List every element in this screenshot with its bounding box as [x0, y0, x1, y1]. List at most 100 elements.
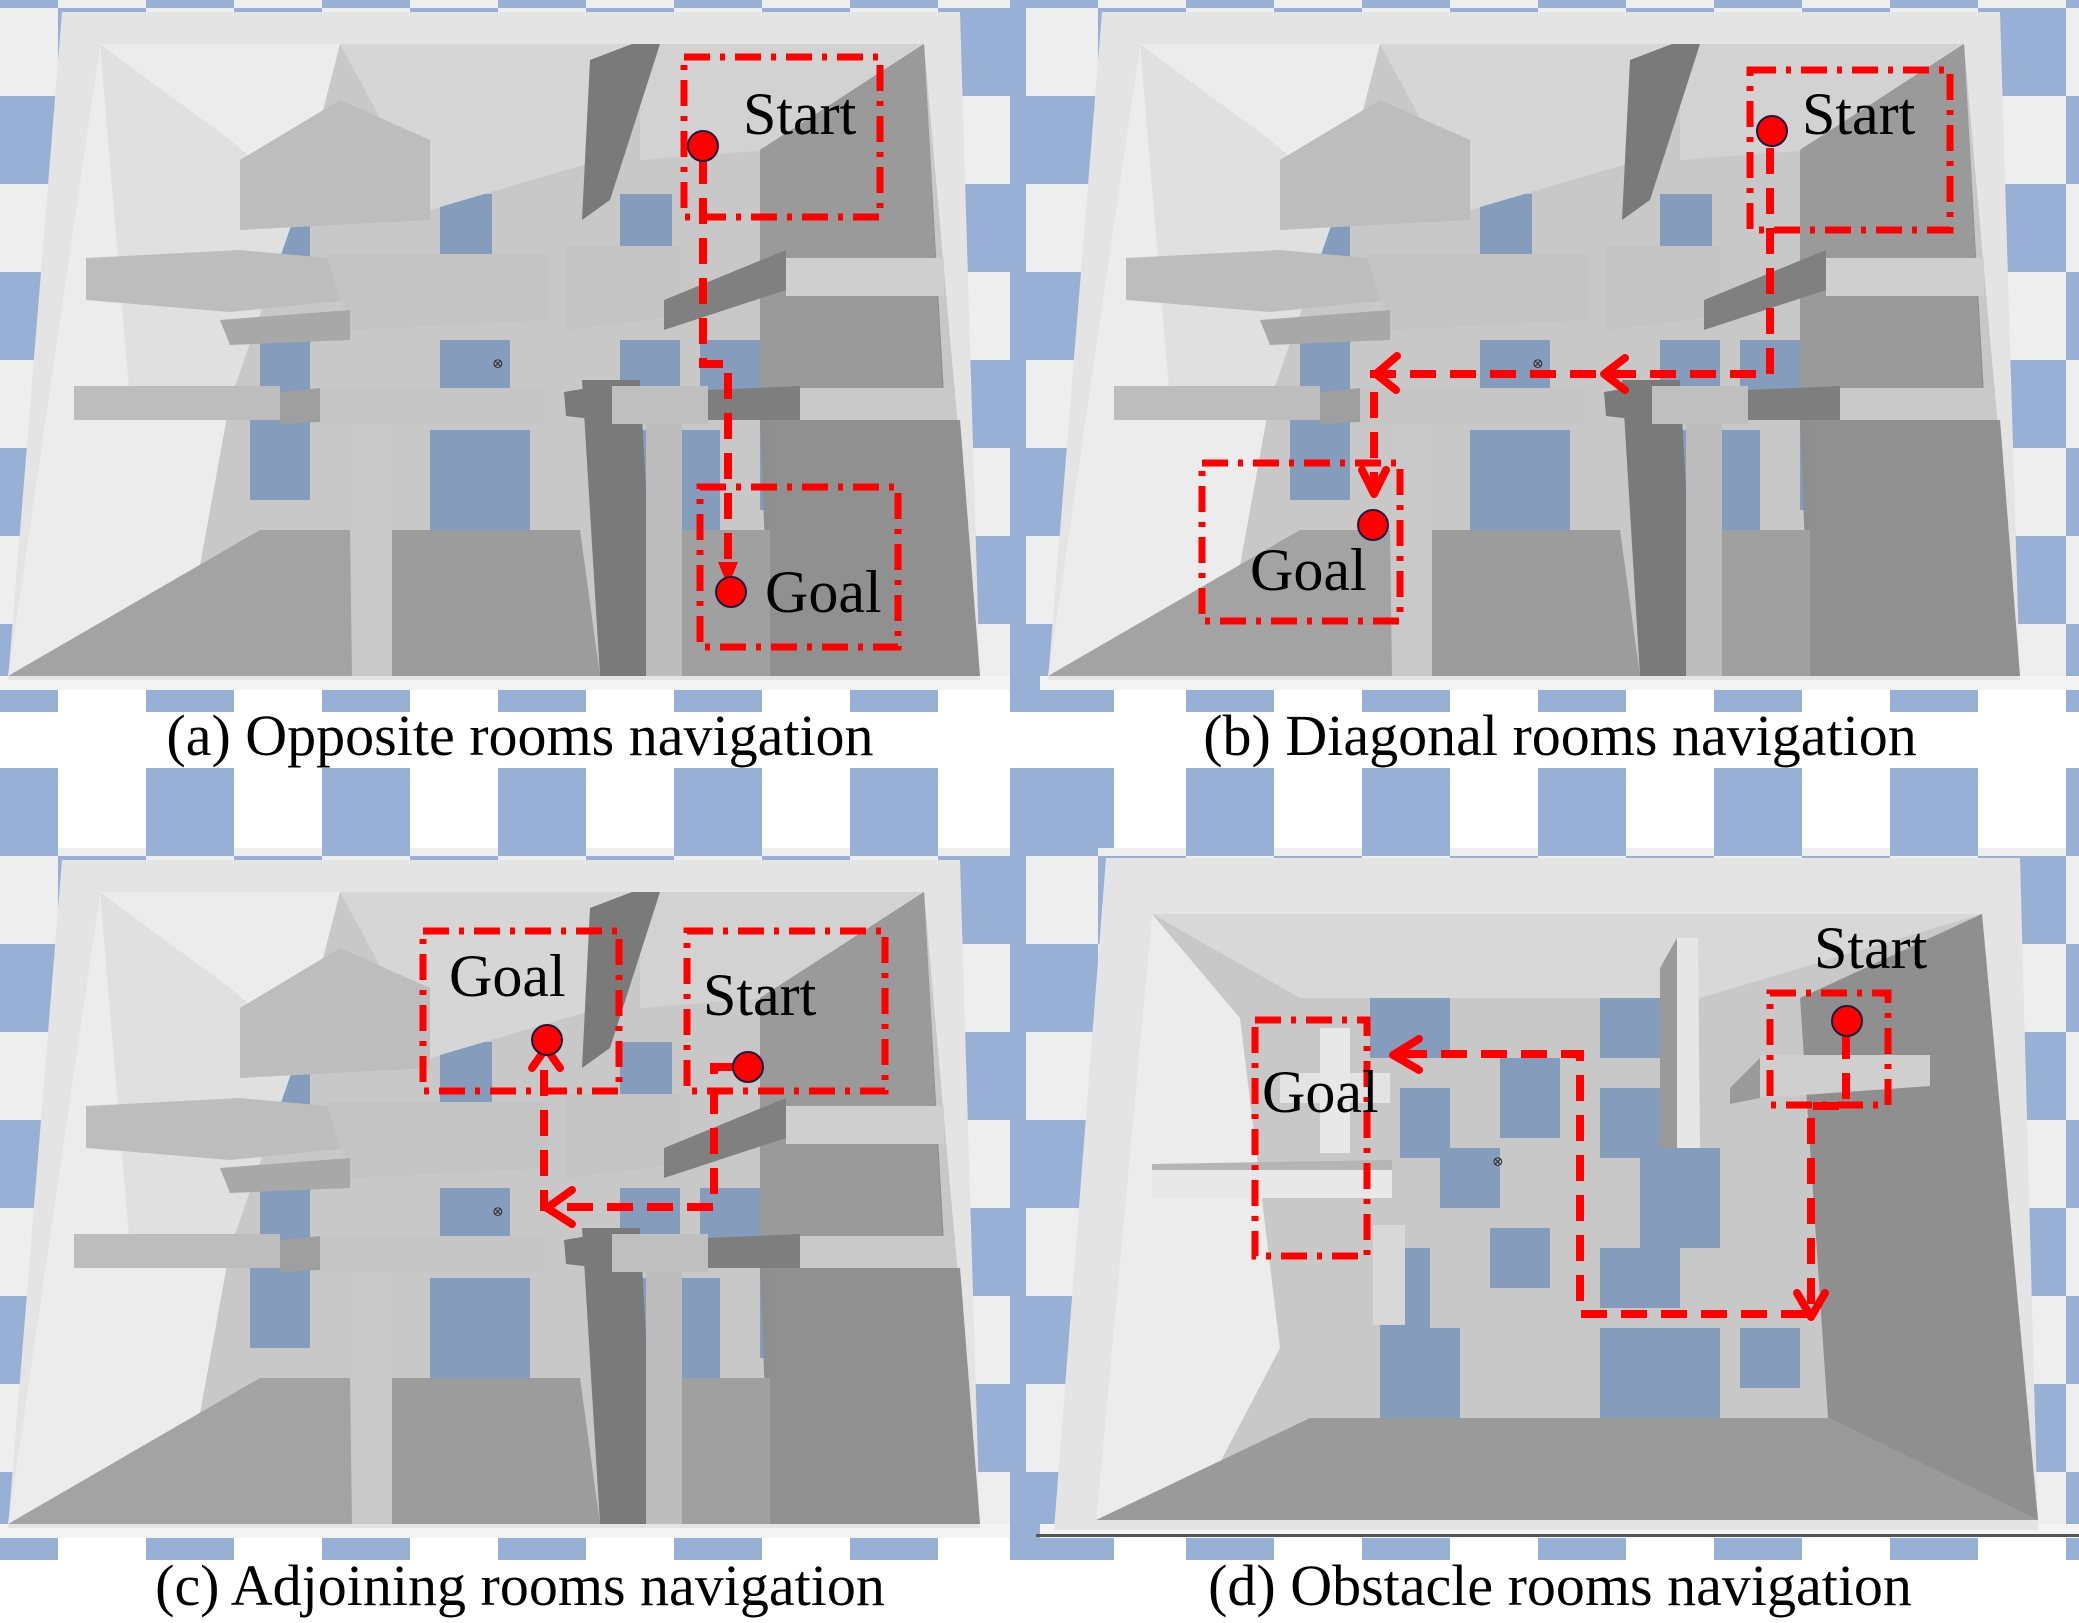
shelf-lower-center	[1360, 388, 1586, 424]
scene-view: ⊗ Start Goal	[1010, 0, 2079, 712]
pillar-bottom-left	[1392, 424, 1432, 676]
pillar-bottom-right	[1686, 424, 1722, 676]
goal-label: Goal	[1262, 1059, 1379, 1125]
goal-label: Goal	[1250, 537, 1367, 603]
ground-tile	[2066, 0, 2079, 8]
shelf-dark-wedge	[664, 1098, 786, 1178]
start-label: Start	[703, 962, 817, 1028]
wall-bottom-left	[1048, 530, 1392, 676]
ground-tile	[498, 0, 586, 8]
floor-tile	[1640, 1148, 1720, 1248]
wall-bottom-center	[392, 1378, 600, 1524]
wall-top-right	[640, 892, 924, 1008]
room-geometry: ⊗	[0, 0, 1114, 712]
floor-tile	[1600, 988, 1660, 1058]
path-arrowhead-icon	[543, 1186, 576, 1228]
shelf-lower-center	[320, 388, 546, 424]
wall-divider-bottom	[582, 1228, 656, 1524]
scene-view: ⊗ Start Goal	[0, 0, 1114, 712]
goal-room-box	[419, 927, 623, 1095]
ground-tile	[322, 768, 410, 856]
floor-tile	[1600, 1248, 1680, 1308]
ground-tile	[0, 96, 58, 184]
navigation-path	[540, 1060, 733, 1211]
start-room-box	[1746, 66, 1954, 234]
path-arrowhead-icon	[1372, 352, 1401, 394]
floor-tile	[250, 420, 310, 500]
floor-tile	[1740, 1328, 1800, 1388]
shelf-lower-right	[612, 1234, 708, 1272]
caption-c: (c) Adjoining rooms navigation	[155, 1553, 885, 1618]
ground-tile	[1010, 96, 1098, 184]
room-geometry: ⊗	[0, 768, 1114, 1560]
ground-tile	[146, 768, 234, 856]
ground-tile	[1186, 0, 1274, 8]
floor-tile	[1380, 1328, 1460, 1428]
goal-room-box	[696, 483, 902, 651]
shelf-lower-left	[74, 386, 280, 420]
start-label: Start	[1802, 81, 1916, 147]
start-marker	[732, 1051, 764, 1083]
shelf-lower-far-right	[800, 388, 955, 420]
path-arrowhead-icon	[718, 562, 738, 586]
floor-tile	[1490, 1228, 1550, 1288]
panel-baseline	[1036, 1534, 2079, 1537]
ground-tile	[1010, 0, 1098, 8]
obstacle-shelf-shadow	[1730, 1058, 1760, 1104]
wall-divider-top	[1622, 44, 1700, 220]
crosshair-icon: ⊗	[1492, 1155, 1504, 1170]
shelf-upper-right	[566, 246, 680, 330]
wall-divider-top	[582, 44, 660, 220]
ground-tile	[146, 0, 234, 8]
caption-d: (d) Obstacle rooms navigation	[1208, 1553, 1912, 1618]
ground-tile	[0, 768, 58, 856]
shelf-lower-dark	[1748, 386, 1840, 420]
ground-tile	[1538, 768, 1626, 856]
goal-marker	[715, 576, 747, 608]
shelf-lower-far-right	[1840, 388, 1995, 420]
shelf-lower-divider	[1604, 386, 1640, 420]
wall-left-face	[100, 44, 300, 400]
ground-tile	[850, 0, 938, 8]
shelf-lower-dark	[708, 1234, 800, 1268]
ground-tile	[1362, 0, 1450, 8]
wall-left	[1096, 914, 1280, 1520]
ground-tile	[1010, 768, 1098, 856]
floor-tile	[1440, 1148, 1500, 1208]
shelf-upper-right	[566, 1094, 680, 1178]
shelf-upper-center	[326, 254, 548, 330]
ground-tile	[1890, 768, 1978, 856]
wall-top	[1152, 914, 1982, 998]
wall-top-block	[240, 948, 430, 1078]
crosshair-icon: ⊗	[492, 1205, 504, 1220]
ground-tile	[2066, 768, 2079, 856]
crosshair-icon: ⊗	[492, 357, 504, 372]
wall-bottom-right	[1722, 530, 1810, 676]
ground-tile	[1538, 0, 1626, 8]
start-label: Start	[1814, 915, 1928, 981]
wall-bottom-left	[8, 1378, 352, 1524]
wall-bottom	[1096, 1418, 2038, 1520]
shelf-lower-left	[1114, 386, 1320, 420]
ground-tile	[2066, 944, 2079, 1032]
wall-right-upper	[760, 892, 944, 1268]
ground-tile	[2066, 1120, 2079, 1208]
start-marker	[1756, 115, 1788, 147]
shelf-lower-left-end	[280, 1236, 320, 1272]
ground-tile	[1714, 768, 1802, 856]
shelf-lower-dark	[708, 386, 800, 420]
obstacle-pillar	[1373, 1225, 1405, 1325]
pillar-bottom-right	[646, 1272, 682, 1524]
ground-tile	[1890, 0, 1978, 8]
goal-label: Goal	[765, 559, 882, 625]
floor-tile	[1400, 1088, 1450, 1158]
shelf-lower-right	[612, 386, 708, 424]
ground-tile	[1010, 944, 1098, 1032]
obstacle-long-wall	[1677, 938, 1700, 1148]
shelf-right	[786, 1106, 944, 1144]
shelf-dark-wedge	[1704, 250, 1826, 330]
shelf-upper-center	[326, 1102, 548, 1178]
pillar-bottom-left	[352, 424, 392, 676]
wall-divider-bottom	[582, 380, 656, 676]
ground-tile	[2066, 448, 2079, 536]
